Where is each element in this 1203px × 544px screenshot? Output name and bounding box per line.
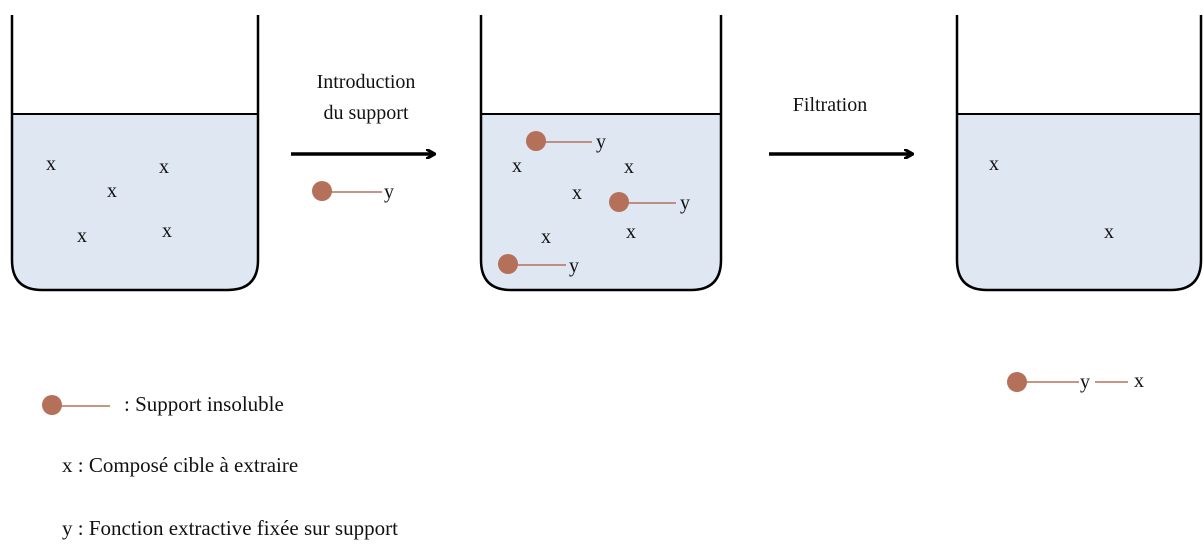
x-molecule: x [1104,221,1114,243]
x-molecule: x [624,156,634,178]
support-bead-icon [526,131,546,151]
step-filtration: Filtration [769,94,912,154]
beaker-filtrate-outline [955,15,1203,292]
beaker-filtrate: x x [955,15,1203,292]
beaker-filtrate-liquid [957,114,1201,290]
legend-y-definition: y : Fonction extractive fixée sur suppor… [62,516,398,540]
x-molecule: x [77,225,87,247]
step-introduction-label-line2: du support [324,102,409,124]
x-molecule: x [162,220,172,242]
beaker-initial-outline [10,15,260,292]
support-bead-icon [498,254,518,274]
support-bead-icon [42,395,62,415]
support-bead-with-y: y [609,192,690,214]
retained-support-complex: y x [1007,370,1144,393]
y-function: y [680,192,690,214]
step-introduction: Introduction du support y [291,71,434,203]
beaker-mixture-liquid [481,114,721,290]
step-filtration-label: Filtration [793,94,867,116]
y-function: y [569,255,579,277]
legend-support-label: : Support insoluble [124,392,284,416]
step-introduction-label-line1: Introduction [317,71,416,93]
support-bead-with-y: y [498,254,579,277]
x-molecule: x [572,182,582,204]
support-bead-with-y: y [312,181,394,203]
y-function: y [1080,371,1090,393]
x-molecule: x [626,221,636,243]
x-molecule: x [541,226,551,248]
x-molecule: x [1134,370,1144,392]
y-function: y [384,181,394,203]
x-molecule: x [107,180,117,202]
x-molecule: x [46,153,56,175]
x-molecule: x [989,153,999,175]
beaker-initial-liquid [12,114,258,290]
legend: : Support insoluble x : Composé cible à … [42,392,398,540]
legend-x-definition: x : Composé cible à extraire [62,453,298,477]
support-bead-icon [312,181,332,201]
beaker-initial: x x x x x [10,15,260,292]
legend-support: : Support insoluble [42,392,284,416]
support-bead-with-y: y [526,131,606,153]
support-bead-icon [609,192,629,212]
x-molecule: x [159,156,169,178]
beaker-mixture: y y y x x x x x [479,15,723,292]
support-bead-icon [1007,372,1027,392]
y-function: y [596,131,606,153]
beaker-mixture-outline [479,15,723,292]
x-molecule: x [512,155,522,177]
